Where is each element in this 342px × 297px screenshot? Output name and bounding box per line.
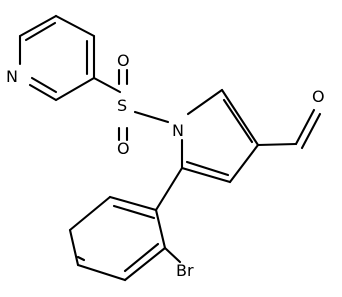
atom-label-aldehyde-o: O (312, 87, 325, 106)
atom-label-sulfonyl-o-top: O (117, 51, 130, 70)
atom-label-pyridine-n: N (6, 67, 18, 86)
atom-label-sulfonyl-o-bottom: O (117, 139, 130, 158)
pyrrole-ring (180, 88, 260, 184)
atom-label-bromine: Br (176, 261, 194, 280)
bromophenyl-ring (68, 195, 182, 282)
sulfonyl-group (117, 68, 170, 142)
atom-label-pyrrole-n: N (172, 121, 184, 140)
pyridine-ring (18, 14, 96, 102)
aldehyde-group (256, 108, 322, 150)
bond-pyridine-sulfur (92, 76, 122, 94)
atom-label-sulfur: S (117, 96, 127, 115)
bond-pyrrole-phenyl (154, 166, 184, 212)
